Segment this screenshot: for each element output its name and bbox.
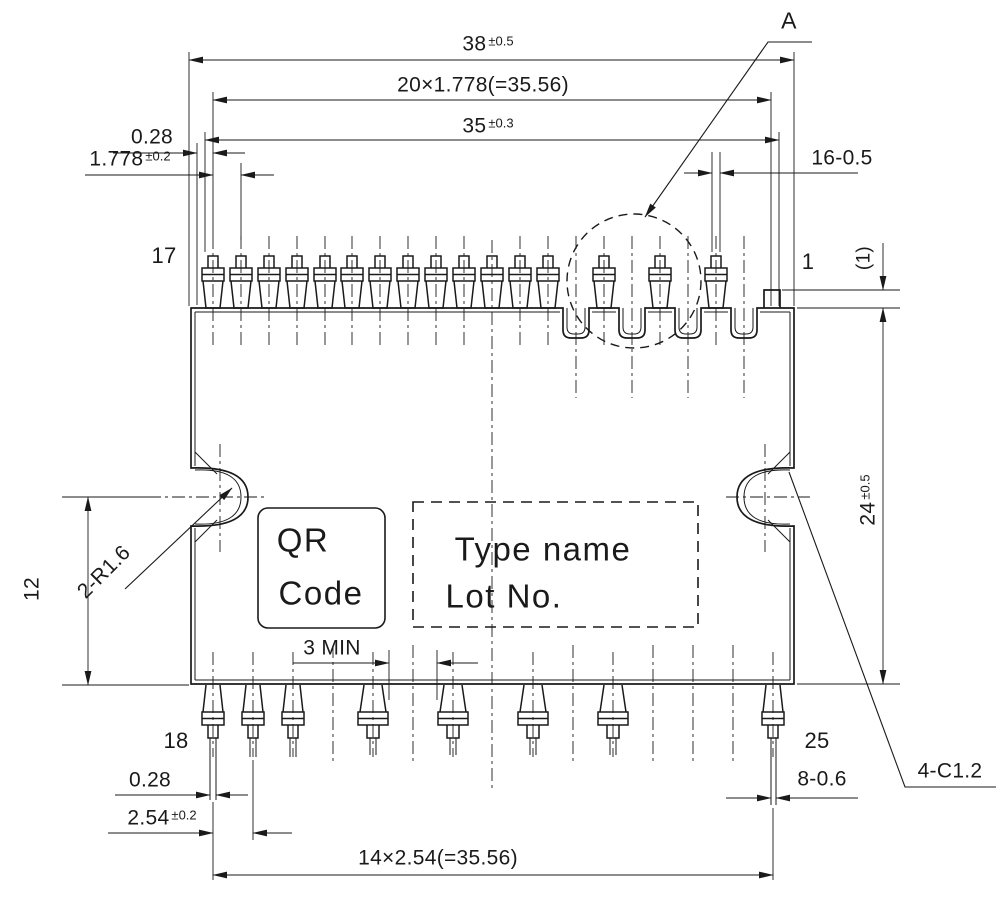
dim-bottom-pitch-total: 14×2.54(=35.56) — [358, 846, 518, 870]
dim-stub-height: (1) — [853, 245, 875, 271]
chamfer-leader — [788, 471, 996, 788]
marking-qr-line2: Code — [278, 574, 364, 612]
pin-leads — [209, 738, 777, 805]
center-lines — [148, 236, 810, 788]
dim-body-height: 24±0.5 — [856, 474, 880, 526]
chamfer-edges — [194, 451, 791, 543]
marking-qr-line1: QR — [276, 521, 330, 559]
pin-number-top-left: 17 — [151, 243, 177, 268]
detail-a-label: A — [781, 7, 797, 34]
dim-lead-span: 35±0.3 — [462, 114, 514, 138]
leader-lines — [124, 41, 996, 788]
inner-contour — [194, 308, 791, 681]
dim-top-lead-width: 16-0.5 — [811, 146, 873, 170]
dimension-lines — [84, 56, 887, 879]
package-body-outline — [190, 289, 795, 685]
dim-bottom-pitch: 2.54±0.2 — [127, 806, 197, 830]
dim-notch-position: 12 — [20, 577, 44, 601]
dim-top-pitch-total: 20×1.778(=35.56) — [397, 73, 569, 97]
type-name-box — [412, 501, 699, 628]
dim-top-lead-offset: 0.28 — [130, 125, 174, 149]
marking-type-line1: Type name — [454, 530, 632, 568]
pin-number-bottom-left: 18 — [163, 728, 189, 753]
pin1-stub — [763, 289, 781, 308]
dim-chamfer: 4-C1.2 — [917, 759, 983, 783]
notch-radius-leader — [124, 487, 233, 590]
dim-top-pitch: 1.778±0.2 — [89, 147, 171, 171]
qr-code-box — [257, 507, 386, 629]
detail-a-leader — [644, 41, 812, 218]
dim-bottom-lead-offset: 0.28 — [128, 768, 172, 792]
marking-type-line2: Lot No. — [445, 577, 563, 615]
detail-a-circle — [566, 213, 702, 349]
dim-overall-width: 38±0.5 — [462, 32, 514, 56]
extension-lines — [62, 52, 900, 880]
dim-bottom-lead-width: 8-0.6 — [797, 767, 847, 791]
dim-min-clearance: 3 MIN — [303, 636, 361, 660]
pin-number-top-right: 1 — [801, 249, 815, 274]
pin-number-bottom-right: 25 — [804, 728, 830, 753]
